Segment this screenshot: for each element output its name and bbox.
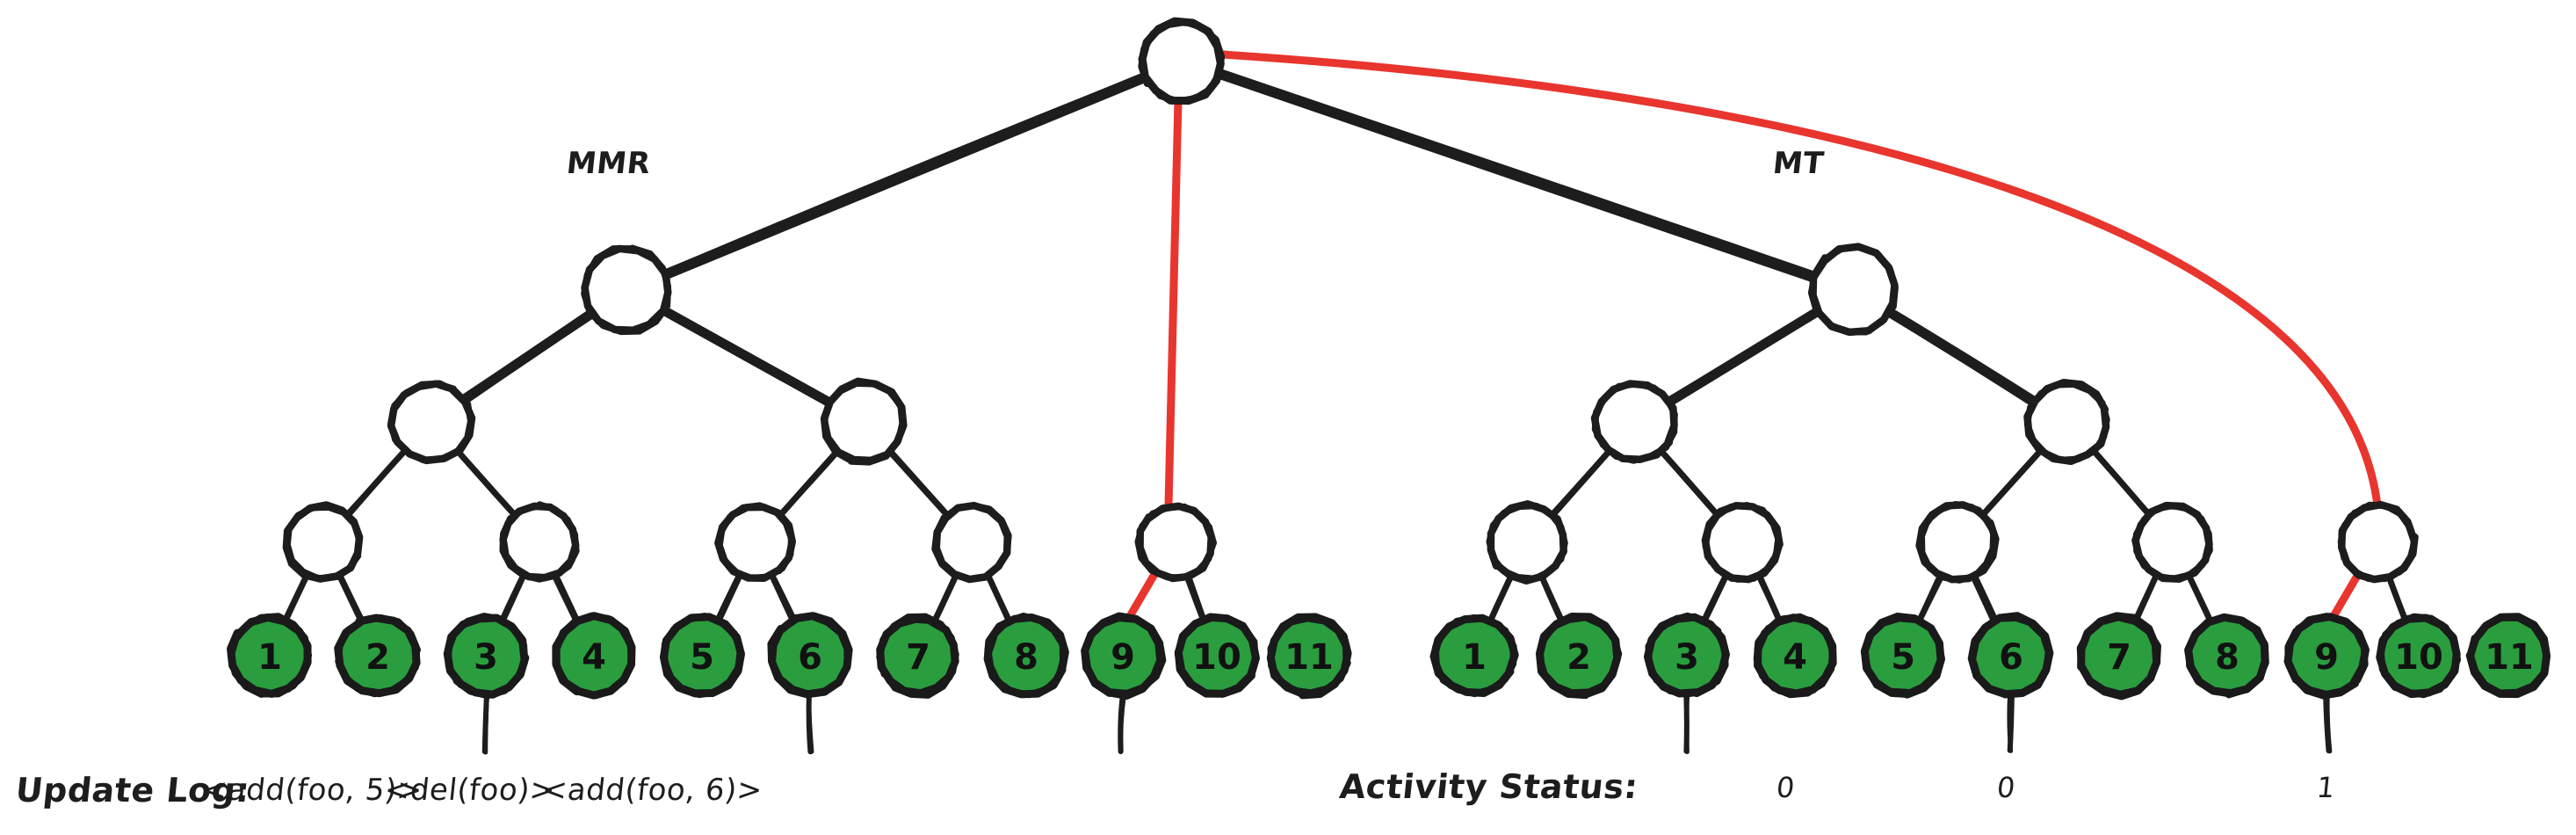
mmr-tree-leaf-5[interactable] <box>659 613 745 699</box>
mmr-tree-leaf-label-8: 8 <box>1014 637 1038 678</box>
label-mmr: MMR <box>564 146 653 181</box>
update-log-tick-2 <box>1118 693 1127 755</box>
mmr-tree-leaf-label-5: 5 <box>690 637 714 678</box>
mt-tree-leaf-label-10: 10 <box>2394 637 2443 678</box>
mmr-tree-leaf-label-2: 2 <box>365 637 390 678</box>
highlight-mt-leaf <box>2326 567 2364 627</box>
activity-status-value: 0 <box>1995 771 2017 804</box>
activity-status-tick-1 <box>2007 691 2015 753</box>
mt-tree-leaf-8[interactable] <box>2184 613 2269 699</box>
mt-l3-c[interactable] <box>1915 500 2000 584</box>
update-log-entry: <del(foo)> <box>382 773 558 808</box>
mmr-tree-leaf-label-11: 11 <box>1284 637 1334 678</box>
mt-tree-leaf-label-3: 3 <box>1675 637 1699 678</box>
mmr-tree-leaf-2[interactable] <box>334 614 421 698</box>
mmr-l3-e[interactable] <box>1134 502 1217 583</box>
mmr-tree-leaf-label-9: 9 <box>1111 637 1135 678</box>
mt-tree-leaf-1[interactable] <box>1429 614 1519 698</box>
mt-tree-leaf-9[interactable] <box>2283 613 2370 700</box>
mmr-tree-leaf-4[interactable] <box>552 612 636 700</box>
mt-l2-b[interactable] <box>2023 378 2110 466</box>
tick-layer <box>481 690 2333 755</box>
mmr-tree-leaf-label-6: 6 <box>798 637 822 678</box>
mmr-tree-leaf-11[interactable] <box>1266 613 1352 700</box>
mmr-l3-a[interactable] <box>282 501 364 583</box>
mmr-l1[interactable] <box>581 244 672 336</box>
highlight-mmr-leaf <box>1122 567 1161 627</box>
mt-l3-b[interactable] <box>1701 502 1784 584</box>
mmr-l3-b[interactable] <box>499 501 580 583</box>
activity-status-value: 1 <box>2315 771 2337 804</box>
mmr-l3-c[interactable] <box>714 502 796 582</box>
mt-tree-leaf-4[interactable] <box>1753 613 1837 699</box>
mt-l1[interactable] <box>1807 243 1899 337</box>
mt-tree-leaf-label-1: 1 <box>1462 637 1487 678</box>
mmr-tree-leaf-10[interactable] <box>1174 613 1260 698</box>
mt-tree-leaf-label-6: 6 <box>1999 637 2023 678</box>
mmr-l2-a[interactable] <box>387 380 476 465</box>
mt-l3-d[interactable] <box>2131 501 2213 583</box>
mt-tree-leaf-7[interactable] <box>2076 612 2161 701</box>
mt-tree-leaf-5[interactable] <box>1860 613 1946 699</box>
mmr-l3-d[interactable] <box>931 501 1012 584</box>
highlight-mmr <box>1164 96 1183 510</box>
mmr-tree-leaf-1[interactable] <box>227 613 312 698</box>
mmr-tree-edge-15 <box>620 56 1188 297</box>
mmr-tree-leaf-label-3: 3 <box>474 637 498 678</box>
highlight-mt <box>1219 50 2382 510</box>
mmr-tree-leaf-label-7: 7 <box>906 637 930 678</box>
mt-tree-leaf-label-5: 5 <box>1891 637 1915 678</box>
mmr-tree-leaf-7[interactable] <box>876 613 959 699</box>
activity-status-tick-0 <box>1683 691 1690 754</box>
mmr-tree-leaf-8[interactable] <box>983 613 1069 699</box>
caption-activity-status: Activity Status: <box>1337 767 1640 806</box>
update-log-tick-0 <box>481 690 490 755</box>
mt-tree-leaf-label-4: 4 <box>1783 637 1807 678</box>
activity-status-tick-2 <box>2323 692 2333 754</box>
mt-tree-leaf-label-7: 7 <box>2107 637 2131 678</box>
mt-tree-edge-15 <box>1175 54 1860 297</box>
mt-tree-leaf-label-2: 2 <box>1567 637 1591 678</box>
mmr-tree-leaf-label-10: 10 <box>1192 637 1241 678</box>
mmr-l2-b[interactable] <box>820 377 908 466</box>
mt-tree-leaf-3[interactable] <box>1643 612 1730 698</box>
mt-l3-a[interactable] <box>1486 500 1568 584</box>
update-log-entry: <add(foo, 6)> <box>539 773 764 808</box>
update-log-tick-1 <box>806 691 814 755</box>
mt-tree-leaf-2[interactable] <box>1535 612 1623 700</box>
activity-status-value: 0 <box>1775 771 1797 804</box>
mt-tree-leaf-11[interactable] <box>2465 613 2551 699</box>
mt-tree-leaf-label-9: 9 <box>2314 637 2339 678</box>
mmr-tree-leaf-6[interactable] <box>767 612 853 699</box>
mt-tree-leaf-label-8: 8 <box>2215 637 2240 678</box>
mt-tree-leaf-6[interactable] <box>1967 612 2054 699</box>
mt-l2-a[interactable] <box>1590 380 1678 464</box>
nodes-layer <box>227 17 2551 701</box>
mt-tree-leaf-10[interactable] <box>2376 613 2462 699</box>
root-node[interactable] <box>1138 17 1226 105</box>
mmr-tree-leaf-3[interactable] <box>443 613 530 700</box>
mmr-tree-leaf-label-1: 1 <box>257 637 282 678</box>
mt-l3-e[interactable] <box>2337 500 2419 584</box>
mt-tree-leaf-label-11: 11 <box>2485 637 2534 678</box>
highlight-layer <box>1122 50 2382 627</box>
mmr-tree-leaf-label-4: 4 <box>582 637 606 678</box>
mmr-tree-leaf-9[interactable] <box>1081 612 1167 700</box>
label-mt: MT <box>1770 146 1827 181</box>
